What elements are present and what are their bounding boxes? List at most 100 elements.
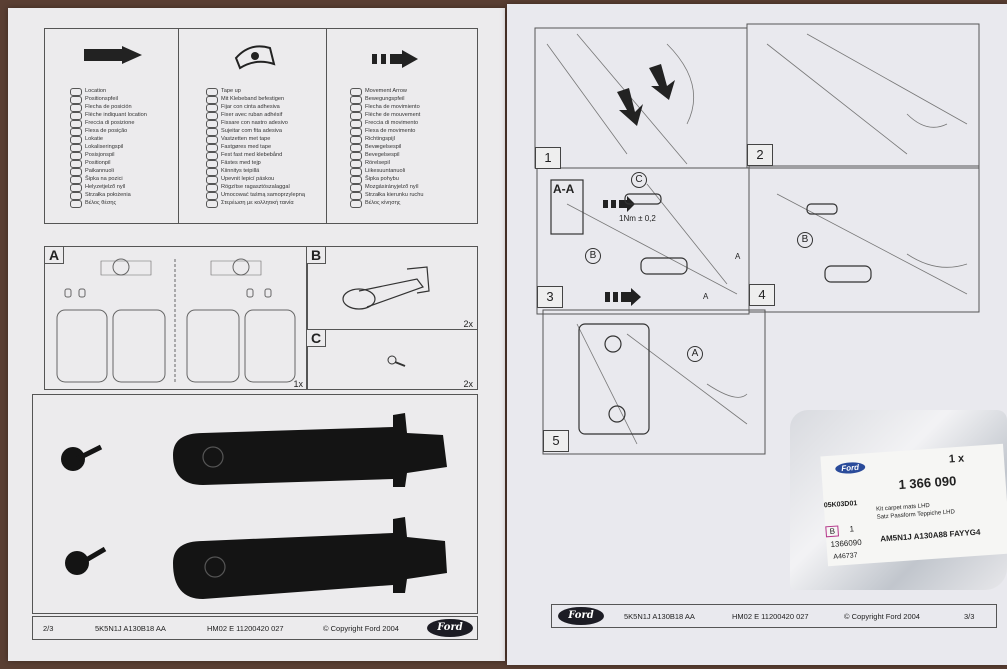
legend-entry: Freccia di posizione [70, 120, 147, 128]
label-short-number: 1366090 [830, 537, 862, 550]
legend-entry: Fest fast med klebebånd [206, 152, 305, 160]
panel-b: B 2x [306, 246, 478, 330]
legend-entry: Strzałka położenia [70, 192, 147, 200]
legend-entry-text: Strzałka kierunku ruchu [365, 192, 424, 199]
panel-b-qty: 2x [463, 319, 473, 329]
right-page-number: 3/3 [964, 612, 975, 621]
legend-entry: Vastzetten met tape [206, 136, 305, 144]
language-badge-icon [350, 96, 362, 104]
legend-entry: Bewegungspfeil [350, 96, 423, 104]
legend-entry-text: Liikesuuntanuoli [365, 168, 406, 175]
label-engineering-number: AM5N1J A130A88 FAYYG4 [879, 527, 981, 544]
language-badge-icon [70, 136, 82, 144]
step-1-label: 1 [535, 147, 561, 169]
language-badge-icon [206, 104, 218, 112]
language-badge-icon [206, 192, 218, 200]
legend-entry-text: Location [85, 88, 107, 95]
language-badge-icon [70, 160, 82, 168]
right-part-code: 5K5N1J A130B18 AA [624, 612, 695, 621]
legend-entry-text: Positionspfeil [85, 96, 118, 103]
section-aa-label: A-A [553, 182, 575, 196]
legend-entry: Fijar con cinta adhesiva [206, 104, 305, 112]
language-badge-icon [206, 200, 218, 208]
legend-entry: Positionspfeil [70, 96, 147, 104]
language-badge-icon [70, 128, 82, 136]
legend-entry: Strzałka kierunku ruchu [350, 192, 423, 200]
legend-entry-text: Paikannuoli [85, 168, 114, 175]
legend-entry-text: Flecha de posición [85, 104, 132, 111]
movement-arrow-icon [372, 50, 418, 68]
legend-entry-text: Bevegelsespil [365, 152, 400, 159]
legend-entry-text: Positionpil [85, 160, 111, 167]
language-badge-icon [350, 112, 362, 120]
legend-entry: Umocować taśmą samoprzylepną [206, 192, 305, 200]
legend-entry-text: Fästes med tejp [221, 160, 261, 167]
legend-entry-text: Βέλος κίνησης [365, 200, 401, 207]
legend-entry-text: Lokatie [85, 136, 104, 143]
legend-entry-text: Posisjonspil [85, 152, 115, 159]
label-part-number: 1 366 090 [898, 473, 957, 493]
legend-entry: Helyzetjelző nyíl [70, 184, 147, 192]
callout-b-step3: B [585, 248, 601, 264]
floor-mats-diagram [56, 258, 296, 383]
legend-entry-text: Bewegungspfeil [365, 96, 405, 103]
legend-entry: Βέλος κίνησης [350, 200, 423, 208]
legend-entry-text: Strzałka położenia [85, 192, 131, 199]
language-badge-icon [206, 136, 218, 144]
left-ref-code: HM02 E 11200420 027 [207, 624, 284, 633]
legend-entry-text: Lokaliseringspil [85, 144, 124, 151]
legend-entry-text: Vastzetten met tape [221, 136, 271, 143]
legend-entry: Freccia di movimento [350, 120, 423, 128]
legend-entry: Mit Klebeband befestigen [206, 96, 305, 104]
language-badge-icon [70, 176, 82, 184]
language-badge-icon [70, 120, 82, 128]
legend-entry: Στερέωση με κολλητική ταινία [206, 200, 305, 208]
label-small-code: A46737 [833, 552, 858, 561]
language-badge-icon [70, 144, 82, 152]
dimension-a-upper: A [735, 252, 741, 261]
torque-spec: 1Nm ± 0,2 [619, 214, 656, 223]
legend-entry: Movement Arrow [350, 88, 423, 96]
language-badge-icon [70, 96, 82, 104]
language-badge-icon [350, 176, 362, 184]
language-badge-icon [350, 136, 362, 144]
legend-entry: Mozgásirányjelző nyíl [350, 184, 423, 192]
legend-entry-text: Flexa de movimento [365, 128, 416, 135]
legend-entry: Lokatie [70, 136, 147, 144]
legend-entry-text: Flèche de mouvement [365, 112, 421, 119]
legend-entry-text: Flexa de posição [85, 128, 128, 135]
language-badge-icon [350, 168, 362, 176]
language-badge-icon [350, 200, 362, 208]
right-ref-code: HM02 E 11200420 027 [732, 612, 809, 621]
legend-entry: Flèche indiquant location [70, 112, 147, 120]
callout-c: C [631, 172, 647, 188]
language-badge-icon [206, 144, 218, 152]
parts-photo-frame [32, 394, 478, 614]
parts-package: Ford 1 x 1 366 090 05K03D01 Kit carpet m… [790, 410, 1007, 590]
language-badge-icon [206, 152, 218, 160]
legend-entry: Rörelsepil [350, 160, 423, 168]
legend-entry-text: Freccia di posizione [85, 120, 135, 127]
language-badge-icon [350, 120, 362, 128]
language-badge-icon [70, 168, 82, 176]
legend-entry: Fästes med tejp [206, 160, 305, 168]
legend-entry-text: Flèche indiquant location [85, 112, 147, 119]
language-badge-icon [70, 104, 82, 112]
callout-a-step5: A [687, 346, 703, 362]
legend-entry: Fissare con nastro adesivo [206, 120, 305, 128]
screw-icon [387, 355, 406, 367]
step-grid-lines [534, 23, 980, 455]
legend-entry: Fastgøres med tape [206, 144, 305, 152]
step-2-label: 2 [747, 144, 773, 166]
panel-a-qty: 1x [293, 379, 303, 389]
left-page-number: 2/3 [43, 624, 54, 633]
legend-entry-text: Šipka na pozici [85, 176, 123, 183]
callout-b-step4: B [797, 232, 813, 248]
legend-entry: Kiinnitys teipillä [206, 168, 305, 176]
location-arrow-icon [84, 46, 142, 64]
language-badge-icon [70, 152, 82, 160]
legend-entry-text: Mit Klebeband befestigen [221, 96, 285, 103]
